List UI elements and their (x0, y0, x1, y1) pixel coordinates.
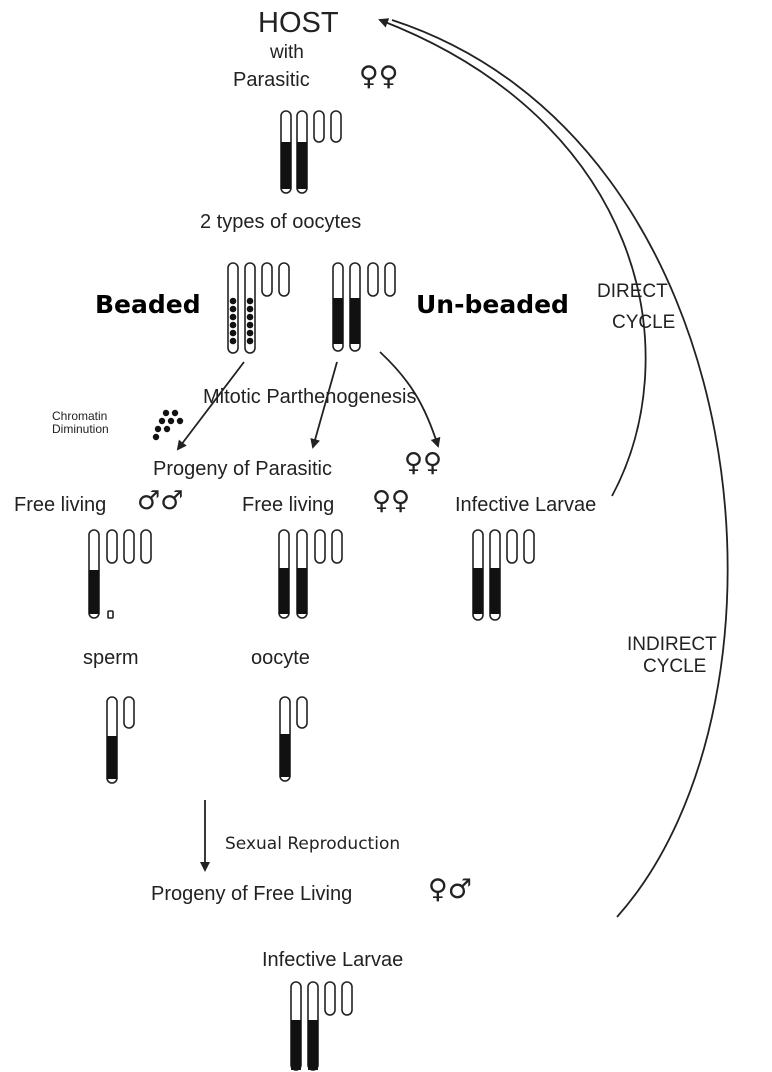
sexual-reproduction-label: Sexual Reproduction (225, 836, 400, 853)
direct-cycle-label-line2: CYCLE (612, 313, 675, 332)
progeny-of-free-living-label: Progeny of Free Living (151, 884, 352, 904)
diminution-label: Diminution (52, 423, 109, 436)
unbeaded-label: Un-beaded (416, 292, 569, 317)
chromosome-set-infective-larvae-top (473, 530, 534, 620)
direct-cycle-label-line1: DIRECT (597, 282, 668, 301)
progeny-free-living-symbols: ♀♂ (428, 876, 472, 903)
chromatin-diminution-dots (153, 410, 183, 440)
indirect-cycle-label-line1: INDIRECT (627, 635, 717, 654)
chromatin-diminution-label: Chromatin Diminution (52, 410, 109, 436)
infective-larvae-label-bottom: Infective Larvae (262, 950, 403, 970)
chromosome-set-free-living-female (279, 530, 342, 618)
oocyte-label: oocyte (251, 648, 310, 668)
chromosome-set-free-living-male (89, 530, 151, 618)
free-living-female-label: Free living (242, 495, 334, 515)
chromosome-set-beaded (228, 263, 289, 353)
chromosome-set-host (281, 111, 341, 193)
sperm-label: sperm (83, 648, 139, 668)
infective-larvae-label-top: Infective Larvae (455, 495, 596, 515)
chromosome-set-sperm (107, 697, 134, 783)
progeny-of-parasitic-label: Progeny of Parasitic (153, 459, 332, 479)
free-living-male-symbols: ♂♂ (137, 488, 184, 514)
two-types-oocytes-label: 2 types of oocytes (200, 212, 361, 232)
mitotic-parthenogenesis-label: Mitotic Parthenogenesis (203, 387, 416, 407)
progeny-female-symbols: ♀♀ (404, 450, 442, 476)
free-living-female-symbols: ♀♀ (372, 488, 410, 514)
chromosome-set-unbeaded (333, 263, 395, 351)
free-living-male-label: Free living (14, 495, 106, 515)
indirect-cycle-label-line2: CYCLE (643, 657, 706, 676)
chromosome-set-oocyte (280, 697, 307, 781)
beaded-label: Beaded (95, 292, 201, 317)
chromosome-set-infective-larvae-bottom (291, 982, 352, 1070)
